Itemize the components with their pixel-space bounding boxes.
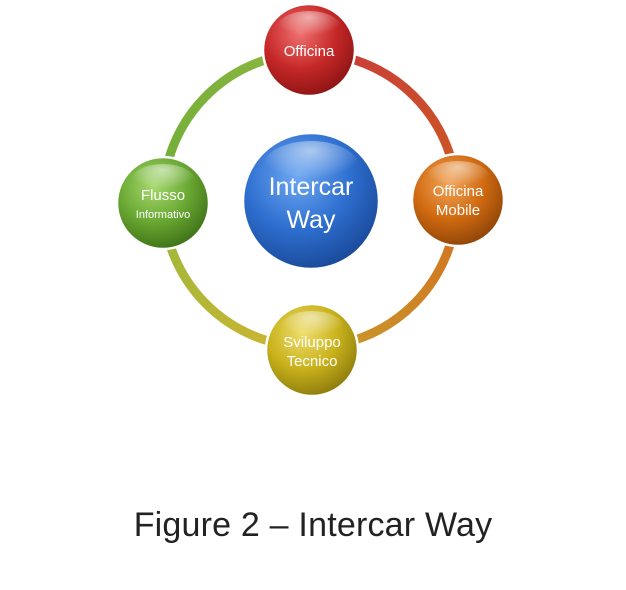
node-officina: Officina: [261, 2, 357, 98]
figure-caption: Figure 2 – Intercar Way: [133, 506, 493, 544]
node-sviluppo-tecnico-line1: Sviluppo: [283, 334, 341, 351]
node-flusso-informativo: Flusso Informativo: [115, 155, 211, 251]
node-officina-label: Officina: [284, 43, 335, 60]
node-sviluppo-tecnico-line2: Tecnico: [287, 353, 338, 370]
node-officina-mobile: Officina Mobile: [410, 152, 506, 248]
node-officina-mobile-line2: Mobile: [436, 202, 480, 219]
node-sviluppo-tecnico: Sviluppo Tecnico: [264, 302, 360, 398]
center-node-line2: Way: [286, 206, 336, 234]
node-flusso-informativo-line2: Informativo: [136, 209, 190, 221]
node-flusso-informativo-line1: Flusso: [141, 187, 185, 204]
intercar-way-diagram: Intercar Way Officina Officina Mobile Sv…: [115, 2, 506, 398]
center-node-line1: Intercar: [269, 173, 354, 201]
center-node: Intercar Way: [241, 131, 381, 271]
node-officina-mobile-line1: Officina: [433, 183, 484, 200]
